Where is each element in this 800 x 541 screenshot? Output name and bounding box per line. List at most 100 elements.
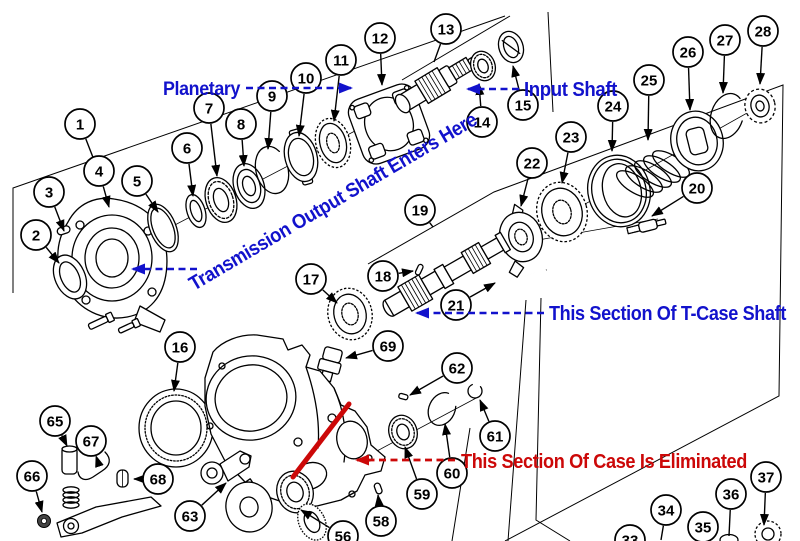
leader-line-60	[442, 423, 452, 458]
callout-circle	[687, 511, 719, 541]
leader-line-63	[201, 482, 227, 506]
callout-56: 56	[327, 520, 359, 541]
small-gear-part	[744, 88, 776, 124]
callout-circle	[614, 524, 646, 541]
callout-circle	[295, 263, 327, 295]
nut-part	[37, 514, 51, 528]
callout-circle	[225, 108, 257, 140]
input-bearing-part	[469, 50, 497, 82]
annotation-input-shaft: Input Shaft	[466, 79, 618, 101]
callout-number: 34	[658, 503, 675, 520]
callout-8: 8	[225, 108, 257, 140]
callout-28: 28	[747, 15, 779, 47]
small-gear-part	[754, 520, 782, 541]
leader-line-24	[607, 121, 617, 152]
callout-number: 6	[183, 141, 191, 158]
key-part	[398, 392, 409, 401]
callout-circle	[466, 106, 498, 138]
leader-line-20	[651, 195, 684, 217]
callout-circle	[365, 505, 397, 537]
roll-pin-part	[373, 482, 383, 495]
callout-circle	[479, 420, 511, 452]
ring-gear-part	[138, 388, 214, 468]
tone-ring-part	[225, 481, 273, 533]
leader-line-13	[433, 43, 442, 63]
callout-5: 5	[121, 165, 153, 197]
callout-25: 25	[633, 64, 665, 96]
callout-circle	[597, 90, 629, 122]
leader-line-16	[171, 362, 180, 392]
callout-circle	[290, 62, 322, 94]
leader-line-61	[479, 399, 490, 422]
leader-line-23	[559, 152, 569, 184]
callout-65: 65	[39, 405, 71, 437]
vent-pin-part	[626, 218, 667, 235]
leader-line-19	[429, 222, 434, 228]
callout-number: 7	[205, 101, 213, 118]
callout-20: 20	[681, 172, 713, 204]
callout-18: 18	[367, 260, 399, 292]
leader-line-34	[660, 525, 665, 541]
callout-7: 7	[193, 92, 225, 124]
annotation-tcase-shaft-note: This Section Of T-Case Shaft	[415, 303, 787, 325]
callout-circle	[709, 24, 741, 56]
callout-number: 28	[755, 24, 772, 41]
callout-circle	[325, 44, 357, 76]
callout-1: 1	[64, 108, 96, 140]
callout-number: 10	[298, 71, 315, 88]
shaft-key-part	[414, 263, 424, 276]
callout-21: 21	[440, 289, 472, 321]
tabbed-plate-part	[283, 128, 319, 186]
callout-number: 26	[680, 45, 697, 62]
spring-clip-part	[77, 451, 110, 481]
annotation-text: Planetary	[163, 79, 241, 100]
callout-16: 16	[164, 331, 196, 363]
callout-number: 69	[380, 339, 397, 356]
callout-59: 59	[406, 478, 438, 510]
callout-69: 69	[372, 330, 404, 362]
leader-line-58	[374, 494, 384, 507]
callout-33: 33	[614, 524, 646, 541]
shift-lever-part	[56, 496, 162, 538]
retainer-ring-part	[497, 30, 525, 64]
callout-circle	[715, 478, 747, 510]
callout-22: 22	[516, 147, 548, 179]
seal-ring-part	[185, 193, 207, 229]
callout-61: 61	[479, 420, 511, 452]
callout-circle	[64, 108, 96, 140]
callout-leaders	[34, 43, 769, 541]
leader-line-56	[300, 509, 330, 529]
callout-circle	[39, 405, 71, 437]
callout-number: 4	[95, 164, 104, 181]
callout-number: 35	[695, 520, 712, 537]
callout-circle	[364, 22, 396, 54]
callout-26: 26	[672, 36, 704, 68]
detent-pin-part	[61, 445, 80, 509]
leader-line-15	[511, 65, 521, 90]
callout-37: 37	[750, 461, 782, 493]
callout-number: 20	[689, 181, 706, 198]
leader-line-4	[101, 186, 111, 208]
leader-line-17	[322, 289, 338, 304]
leader-line-36	[728, 509, 731, 537]
annotation-case-eliminated-note: This Section Of Case Is Eliminated	[355, 451, 747, 473]
leader-line-5	[145, 193, 159, 213]
callout-number: 62	[449, 361, 466, 378]
callout-number: 68	[150, 472, 167, 489]
callout-number: 24	[605, 99, 622, 116]
sun-gear-part	[314, 117, 352, 169]
leader-line-28	[756, 46, 766, 85]
callout-number: 16	[172, 340, 189, 357]
callout-13: 13	[430, 13, 462, 45]
speed-sensor-part	[200, 450, 252, 485]
callout-circle	[367, 260, 399, 292]
leader-line-10	[295, 93, 305, 137]
callout-number: 2	[32, 228, 40, 245]
callout-number: 33	[622, 533, 639, 541]
callout-number: 13	[438, 22, 455, 39]
callout-number: 5	[133, 174, 141, 191]
callout-68: 68	[142, 463, 174, 495]
callout-circle	[75, 425, 107, 457]
